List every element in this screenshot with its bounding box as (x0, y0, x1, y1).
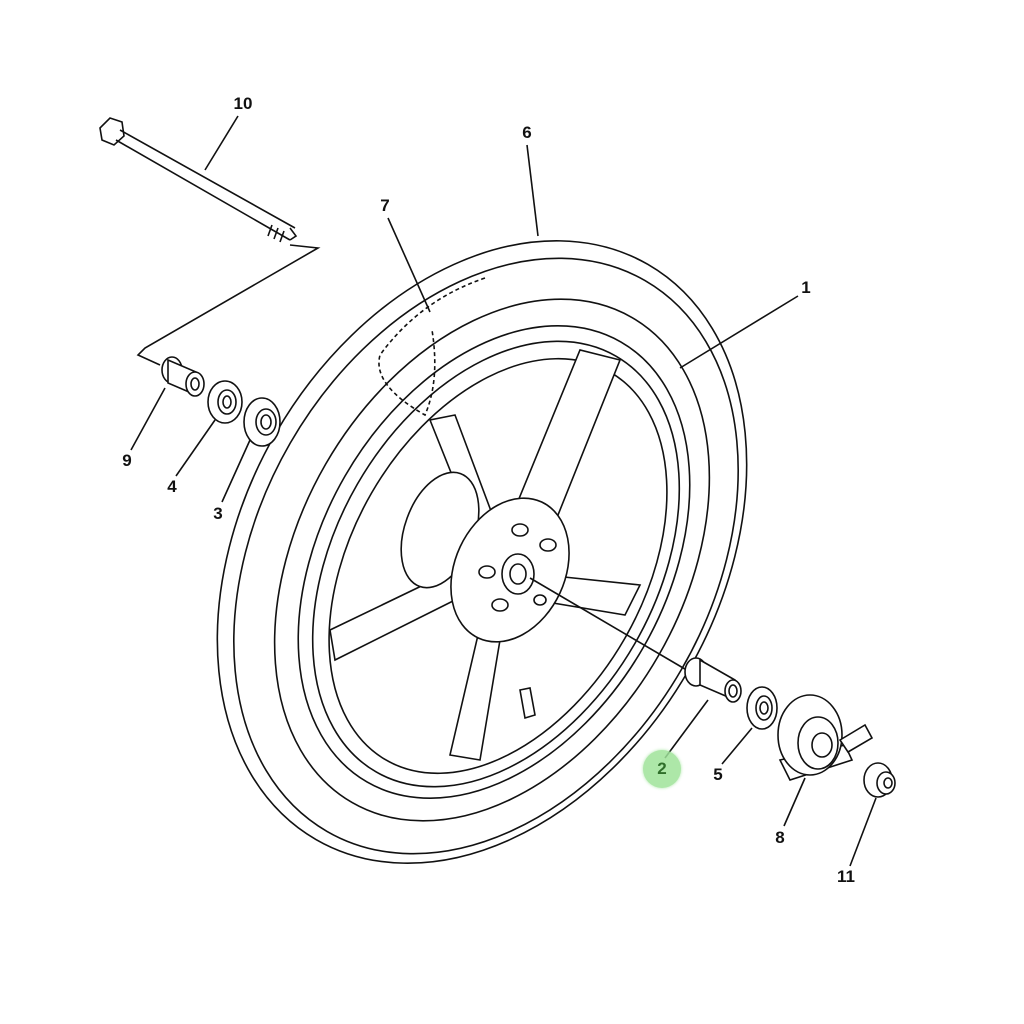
leader-line-3 (221, 439, 251, 503)
bearing-4 (207, 380, 243, 424)
highlight-marker (643, 750, 681, 788)
leader-line-10 (204, 115, 239, 171)
bearing-5 (746, 686, 778, 730)
axle-bolt (99, 117, 298, 243)
leader-line-8 (783, 777, 806, 827)
callout-1[interactable]: 1 (801, 278, 811, 297)
leader-line-5 (721, 727, 753, 765)
tube (378, 277, 486, 417)
collar-9 (161, 356, 205, 397)
hub (400, 471, 570, 643)
valve-stem (519, 687, 536, 720)
nut-11 (863, 762, 896, 798)
callout-4[interactable]: 4 (167, 477, 177, 496)
leader-line-6 (526, 144, 539, 237)
leader-line-11 (849, 797, 877, 867)
callout-2[interactable]: 2 (657, 759, 667, 778)
callout-10[interactable]: 10 (233, 94, 253, 113)
callout-8[interactable]: 8 (775, 828, 785, 847)
speedometer-gear-unit-8 (777, 694, 874, 781)
bearing-3 (243, 397, 281, 447)
axle-collar-2 (684, 657, 742, 703)
callout-3[interactable]: 3 (213, 504, 223, 523)
callout-7[interactable]: 7 (380, 196, 390, 215)
leader-line-1 (679, 295, 799, 369)
leader-line-4 (175, 419, 216, 477)
wheel-rim (297, 325, 691, 799)
callout-11[interactable]: 11 (837, 867, 855, 886)
callout-5[interactable]: 5 (713, 765, 723, 784)
leader-lines (130, 115, 877, 867)
leader-line-2 (664, 699, 709, 759)
callout-6[interactable]: 6 (522, 123, 532, 142)
callout-9[interactable]: 9 (122, 451, 132, 470)
leader-line-7 (387, 217, 431, 313)
leader-line-9 (130, 387, 166, 451)
